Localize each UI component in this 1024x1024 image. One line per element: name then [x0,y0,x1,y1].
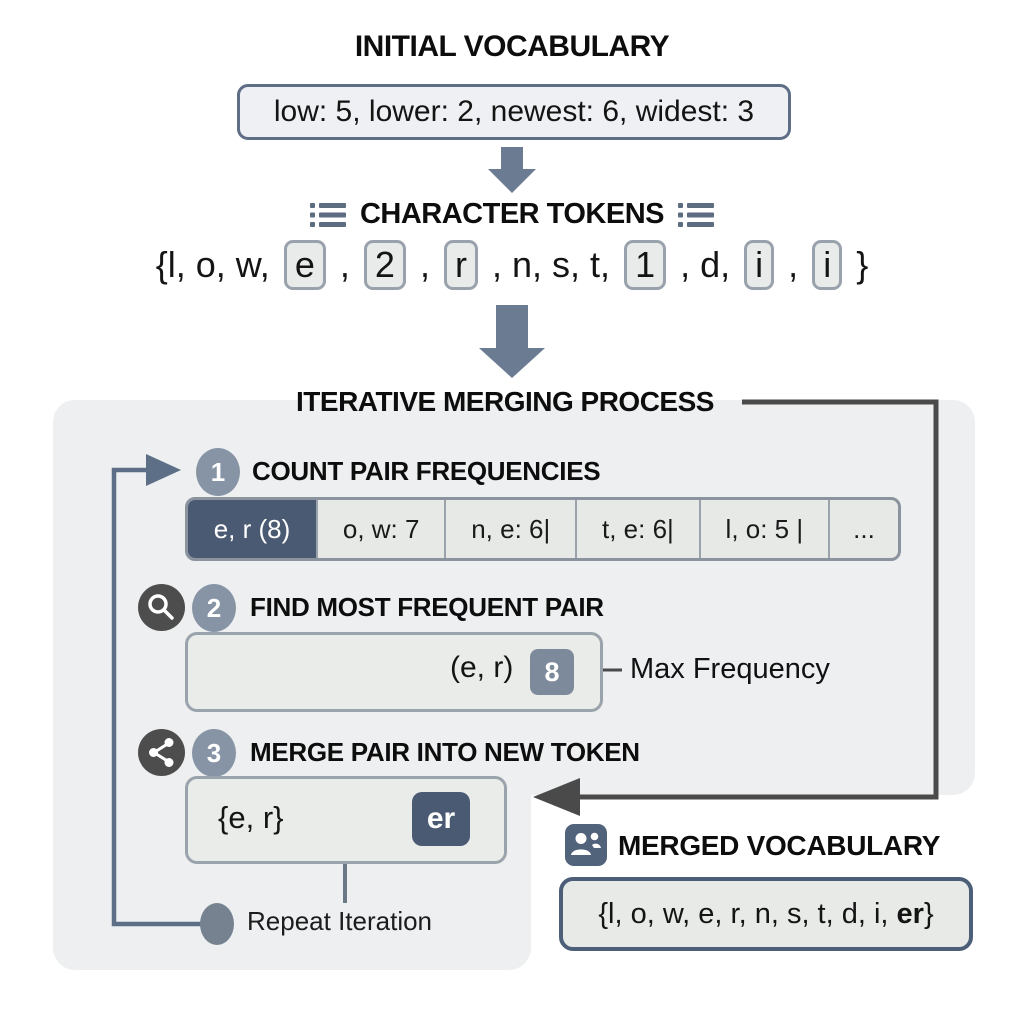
token-text: , [339,244,350,285]
pair-label: {e, r} [218,800,284,835]
character-token-set: {l, o, w, e , 2 , r , n, s, t, 1 , d, i … [0,240,1024,290]
step2-badge: 2 [192,584,236,632]
merged-vocab-text: {l, o, w, e, r, n, s, t, d, i, [598,898,897,930]
repeat-iteration-label: Repeat Iteration [247,906,433,936]
merged-vocab-text: } [923,898,934,930]
merged-vocabulary-box: {l, o, w, e, r, n, s, t, d, i, er} [559,877,973,951]
most-frequent-pair-box: (e, r) 8 [185,632,603,712]
merged-vocab-new-token: er [896,898,924,930]
max-frequency-label: Max Frequency [630,653,830,685]
pair-frequency-table: e, r (8) o, w: 7 n, e: 6| t, e: 6| l, o:… [185,497,901,561]
token-text: , [419,244,430,285]
token-chip: 2 [363,240,406,290]
down-arrow-icon [479,305,545,378]
merged-token-chip: er [412,792,470,846]
process-title: ITERATIVE MERGING PROCESS [296,386,714,417]
table-cell: t, e: 6| [575,500,699,558]
character-tokens-heading: CHARACTER TOKENS [0,198,1024,231]
down-arrow-icon [488,147,536,193]
table-cell: l, o: 5 | [698,500,828,558]
token-chip: r [443,240,478,290]
pair-label: (e, r) [450,651,514,684]
token-text: , d, [680,244,731,285]
step3-title: MERGE PAIR INTO NEW TOKEN [250,737,640,767]
token-chip: 1 [624,240,667,290]
frequency-chip: 8 [530,649,574,695]
search-icon [138,584,185,631]
token-chip: i [812,240,843,290]
token-text: , [788,244,799,285]
step2-title: FIND MOST FREQUENT PAIR [250,592,604,622]
share-icon [138,729,185,776]
table-cell-top-pair: e, r (8) [188,500,316,558]
table-cell-ellipsis: ... [828,500,898,558]
merge-pair-box: {e, r} er [185,776,507,864]
list-icon [678,202,715,227]
table-cell: o, w: 7 [316,500,444,558]
character-tokens-title: CHARACTER TOKENS [359,198,665,230]
token-text: } [856,244,869,285]
list-icon [309,202,346,227]
table-cell: n, e: 6| [444,500,575,558]
step3-badge: 3 [192,729,236,777]
token-text: , n, s, t, [492,244,611,285]
token-chip: e [283,240,326,290]
step1-title: COUNT PAIR FREQUENCIES [252,456,601,486]
token-chip: i [744,240,775,290]
merged-vocabulary-title: MERGED VOCABULARY [618,830,941,861]
token-text: {l, o, w, [155,244,270,285]
step1-badge: 1 [196,448,240,496]
people-icon [565,824,607,866]
initial-vocabulary-title: INITIAL VOCABULARY [354,30,670,63]
initial-vocabulary-box: low: 5, lower: 2, newest: 6, widest: 3 [237,84,791,140]
